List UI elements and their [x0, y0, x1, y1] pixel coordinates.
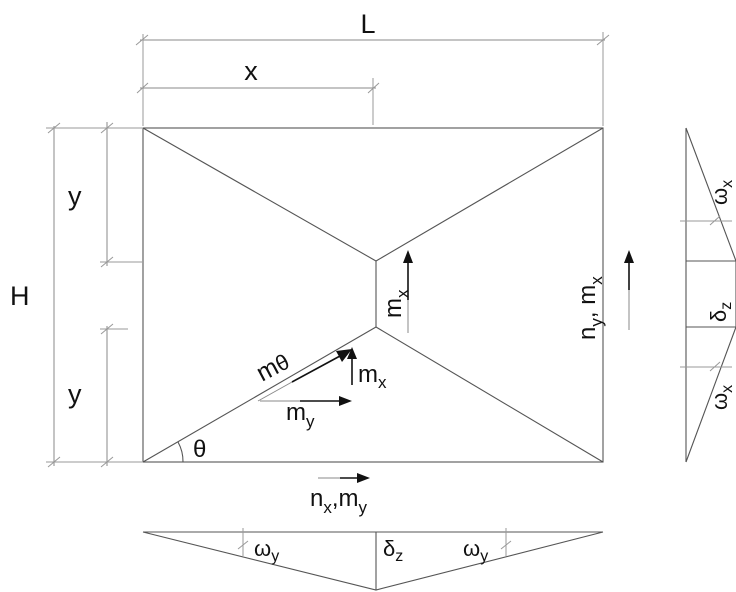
my-node-arrow — [260, 396, 352, 406]
label-omega-x-top: ωx — [707, 180, 736, 205]
label-y-bottom: y — [68, 379, 82, 409]
label-right-edge: ny, mx — [574, 276, 606, 340]
mx-vertical-arrow — [403, 250, 413, 333]
dimension-H — [46, 122, 142, 468]
label-bottom-edge: nx,my — [310, 485, 368, 517]
label-delta-z-right: δz — [706, 302, 735, 322]
bottom-edge-arrow — [318, 473, 370, 483]
dimension-x — [136, 78, 380, 125]
bottom-deflection-profile — [142, 528, 604, 591]
yield-lines — [142, 127, 604, 463]
label-my-node: my — [286, 399, 315, 431]
plate-outline — [142, 127, 604, 463]
label-x: x — [244, 56, 258, 86]
label-omega-x-bottom: ωx — [707, 385, 736, 410]
label-y-top: y — [68, 181, 82, 211]
label-omega-y-left: ωy — [254, 536, 279, 565]
dimension-L — [135, 32, 610, 126]
label-L: L — [360, 9, 375, 39]
theta-arc — [177, 441, 184, 463]
label-H: H — [10, 281, 30, 311]
dimension-y-top — [100, 122, 142, 268]
dimension-y-bottom — [100, 323, 128, 468]
label-theta: θ — [193, 436, 206, 463]
label-mx-vertical: mx — [380, 289, 412, 318]
right-deflection-profile — [680, 127, 736, 463]
m-theta-arrow — [257, 349, 352, 402]
mx-node-arrow — [347, 347, 357, 385]
label-omega-y-right: ωy — [463, 536, 488, 565]
label-m-theta: mθ — [252, 347, 294, 387]
label-mx-node: mx — [358, 361, 387, 392]
label-delta-z-bottom: δz — [383, 536, 403, 565]
right-edge-arrow — [624, 250, 634, 330]
